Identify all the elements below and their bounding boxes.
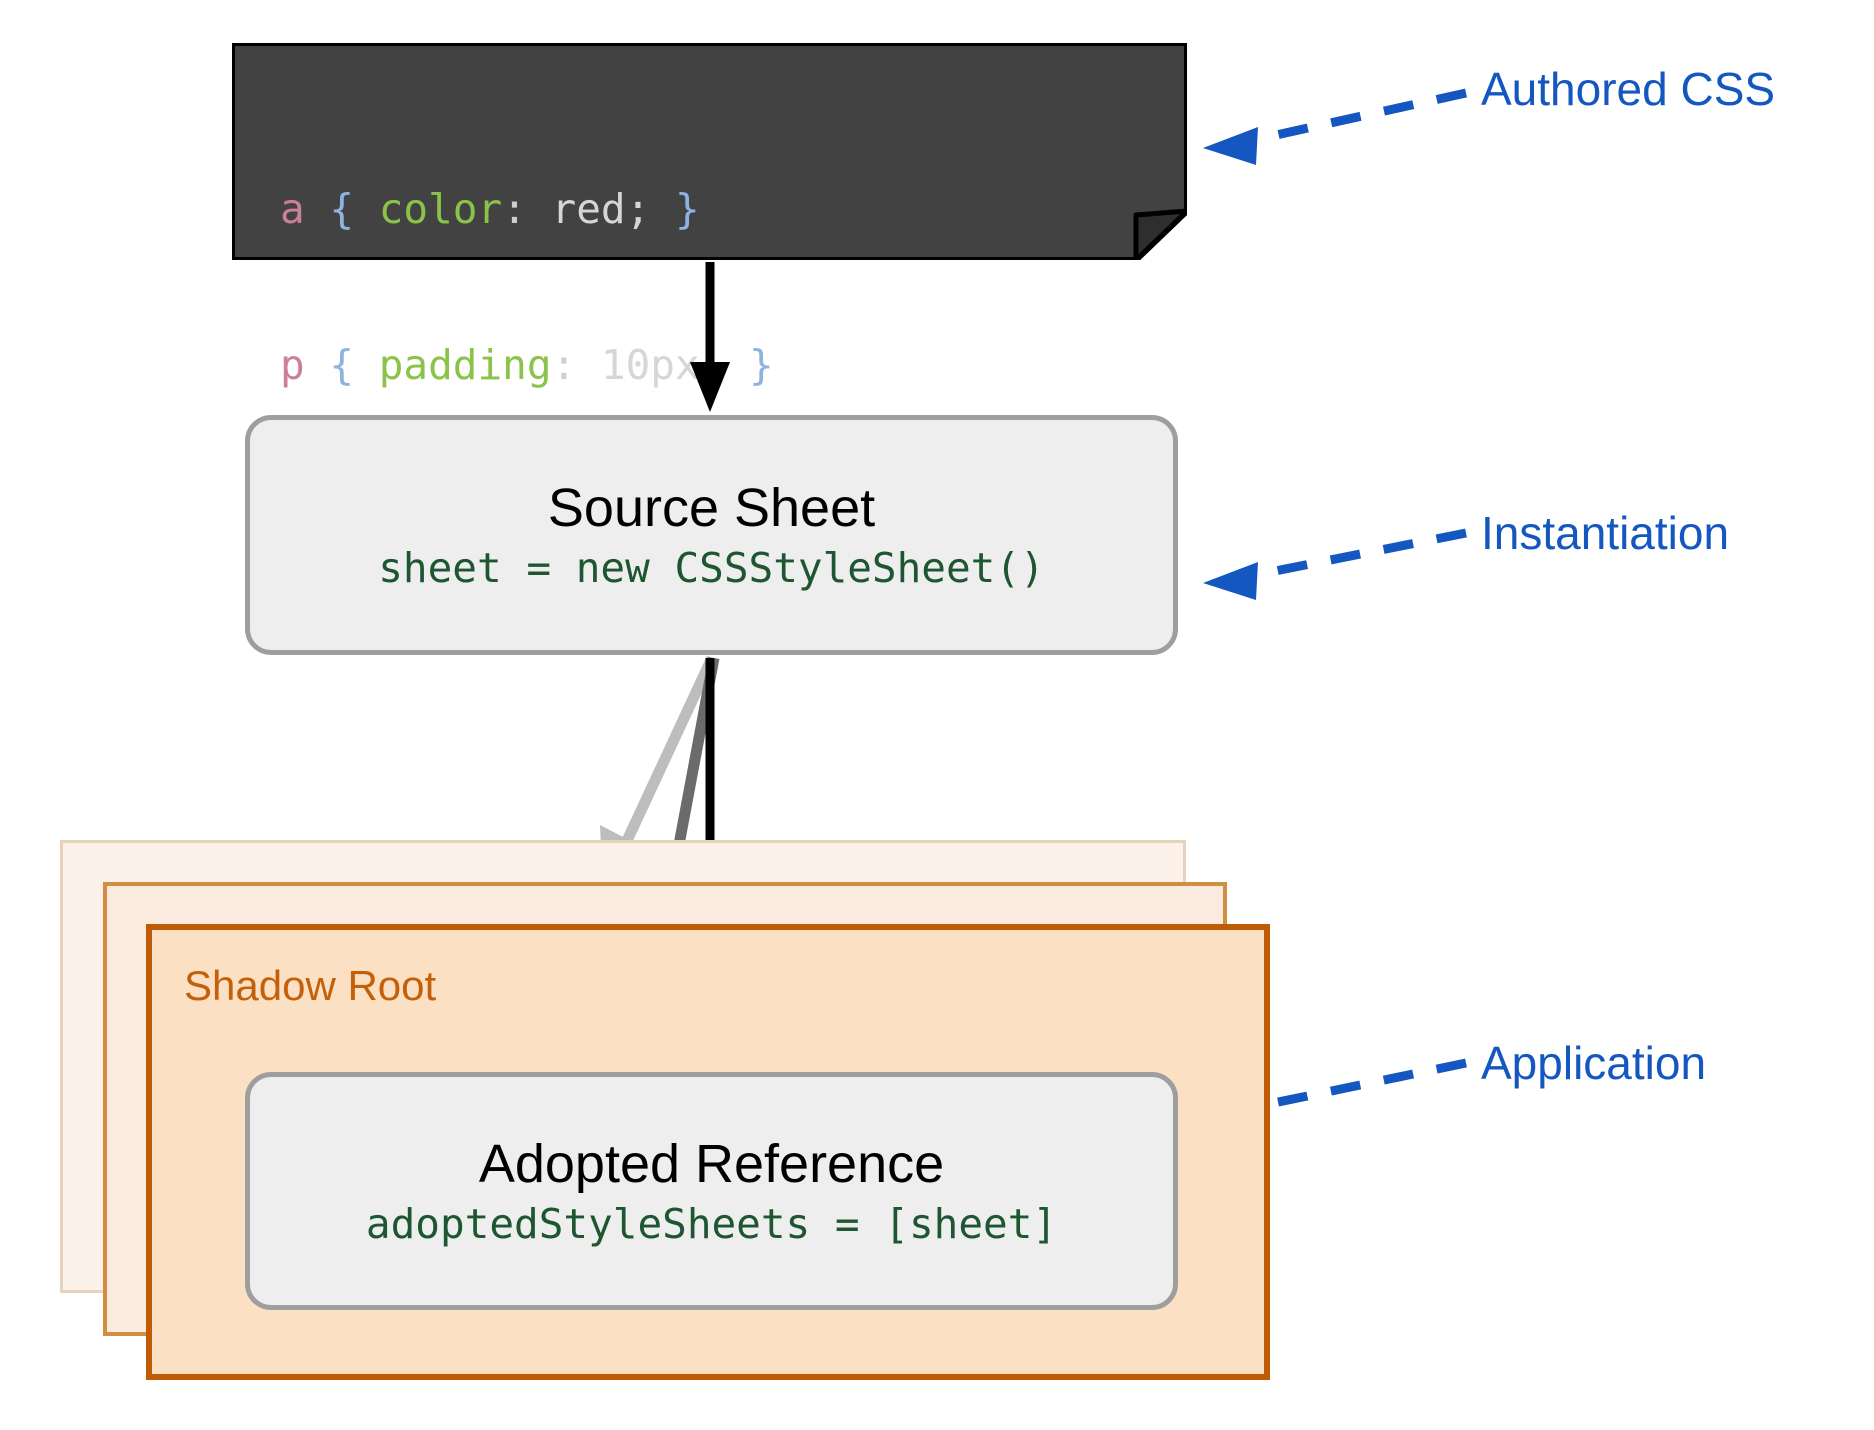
code-token-value: red; (551, 185, 651, 233)
code-token-space (650, 185, 675, 233)
code-token-brace-open: { (329, 185, 355, 233)
code-token-space (305, 341, 330, 389)
code-token-brace-close: } (749, 341, 774, 389)
code-token-colon: : (551, 341, 577, 389)
code-token-colon: : (502, 185, 527, 233)
code-token-brace-open: { (329, 341, 355, 389)
source-sheet-box: Source Sheet sheet = new CSSStyleSheet() (245, 415, 1178, 655)
adopted-reference-title: Adopted Reference (478, 1133, 945, 1194)
code-token-space (527, 185, 552, 233)
code-block-text: a { color: red; } p { padding: 10px; } (280, 79, 774, 495)
code-token-property: color (378, 185, 503, 233)
code-block-folded-corner-icon (1133, 208, 1187, 260)
adopted-reference-box: Adopted Reference adoptedStyleSheets = [… (245, 1072, 1178, 1310)
annotation-label-application: Application (1481, 1037, 1707, 1089)
annotation-arrow-instantiation (1203, 528, 1467, 600)
code-token-property: padding (378, 341, 552, 389)
authored-css-code-block: a { color: red; } p { padding: 10px; } (232, 43, 1187, 389)
shadow-root-label: Shadow Root (184, 962, 437, 1009)
code-line-1: a { color: red; } (280, 183, 774, 235)
annotation-label-authored-css: Authored CSS (1481, 63, 1776, 115)
annotation-arrow-authored-css (1203, 88, 1467, 165)
adopted-reference-code: adoptedStyleSheets = [sheet] (365, 1200, 1058, 1249)
code-token-selector: a (280, 185, 305, 233)
source-sheet-code: sheet = new CSSStyleSheet() (378, 544, 1045, 593)
source-sheet-title: Source Sheet (547, 477, 876, 538)
code-token-selector: p (280, 341, 305, 389)
code-token-brace-close: } (674, 185, 700, 233)
code-token-space (354, 185, 379, 233)
code-token-space (724, 341, 749, 389)
code-token-space (354, 341, 379, 389)
annotation-label-instantiation: Instantiation (1481, 507, 1730, 559)
code-token-space (576, 341, 601, 389)
code-token-value: 10px; (600, 341, 725, 389)
code-token-space (305, 185, 330, 233)
code-line-2: p { padding: 10px; } (280, 339, 774, 391)
